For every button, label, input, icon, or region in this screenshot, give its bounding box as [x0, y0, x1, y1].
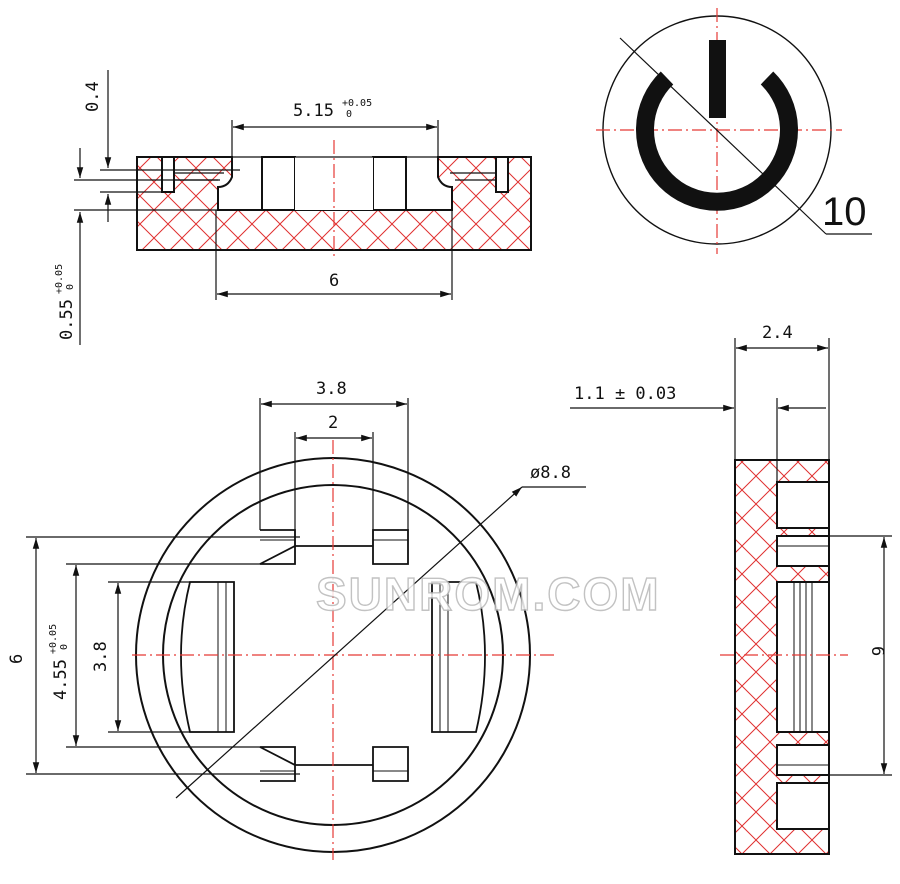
dim-label-0-55-group: 0.55 +0.05 0	[54, 264, 77, 340]
power-icon	[636, 71, 798, 211]
dim-label-10: 10	[822, 190, 867, 234]
dim-label-0-55: 0.55	[57, 299, 77, 340]
dim-label-2: 2	[328, 413, 338, 433]
dim-label-3-8-left: 3.8	[91, 641, 111, 672]
dim-label-0-4: 0.4	[83, 81, 103, 112]
dim-tol-4-55: +0.05	[48, 624, 59, 654]
dim-tol-0-55-low: 0	[65, 284, 76, 290]
dim-tol-0-55: +0.05	[54, 264, 65, 294]
dim-label-6-top: 6	[329, 271, 339, 291]
dim-label-6-front: 6	[7, 654, 27, 664]
dim-label-4-55-group: 4.55 +0.05 0	[48, 624, 71, 700]
section-hatch	[136, 156, 532, 251]
side-dimensions	[570, 338, 892, 776]
side-view	[734, 459, 830, 855]
dim-label-1-1: 1.1 ± 0.03	[574, 384, 676, 404]
watermark-text: SUNROM.COM	[316, 568, 661, 620]
dim-label-5-15: 5.15	[293, 101, 334, 121]
dim-label-dia-8-8: ø8.8	[530, 463, 571, 483]
dim-label-6-side: 6	[867, 646, 887, 656]
power-symbol-view	[596, 8, 872, 254]
top-dimensions	[74, 70, 453, 345]
dim-label-3-8-top: 3.8	[316, 379, 347, 399]
dim-label-4-55: 4.55	[51, 659, 71, 700]
dim-tol-4-55-low: 0	[59, 644, 70, 650]
dim-tol-5-15: +0.05	[342, 98, 372, 109]
dim-label-2-4: 2.4	[762, 323, 793, 343]
dim-tol-5-15-low: 0	[346, 109, 352, 120]
front-dimensions	[26, 398, 586, 799]
